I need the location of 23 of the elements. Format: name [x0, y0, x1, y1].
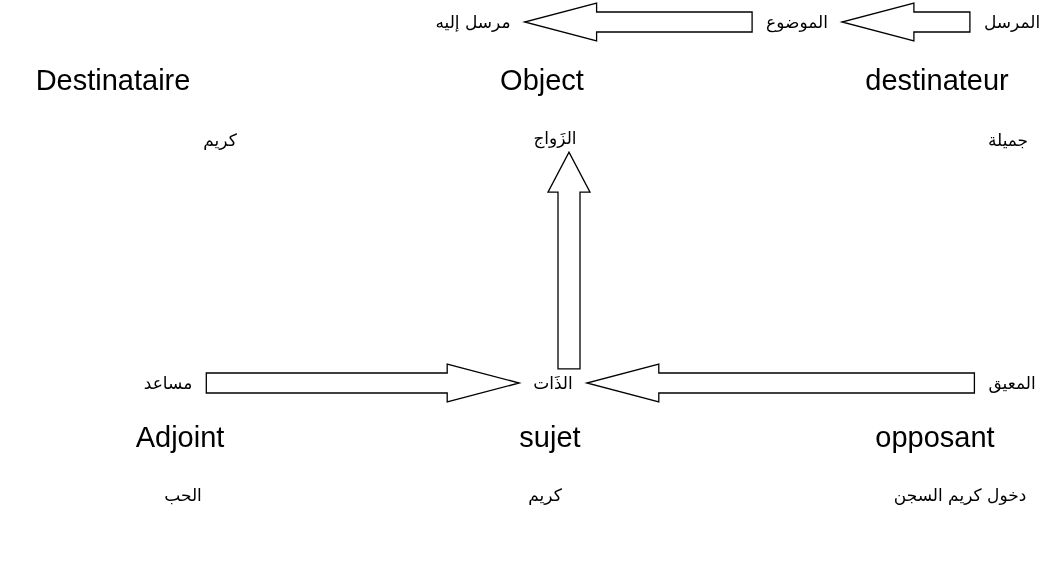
block-arrow [584, 363, 976, 403]
actant-term: destinateur [865, 62, 1009, 98]
example-text: كريم [203, 129, 237, 151]
actant-term: Destinataire [35, 62, 191, 98]
role-label: مرسل إليه [421, 7, 525, 37]
actant-term: sujet [519, 419, 581, 455]
actant-term: opposant [875, 419, 995, 455]
role-label: الزَواج [519, 123, 591, 153]
actant-term: Object [500, 62, 584, 98]
block-arrow [522, 2, 753, 42]
example-text: كريم [528, 484, 562, 506]
role-label: الذَات [519, 368, 587, 398]
example-text: جميلة [987, 129, 1029, 151]
block-arrow [839, 2, 971, 42]
block-arrow [205, 363, 522, 403]
block-arrow [546, 150, 592, 370]
example-text: دخول كريم السجن [893, 484, 1027, 506]
role-label: المرسل [969, 7, 1054, 37]
role-label: المعيق [974, 368, 1050, 398]
example-text: الحب [164, 484, 202, 506]
role-label: مساعد [129, 368, 207, 398]
role-label: الموضوع [752, 7, 842, 37]
actant-term: Adjoint [135, 419, 225, 455]
